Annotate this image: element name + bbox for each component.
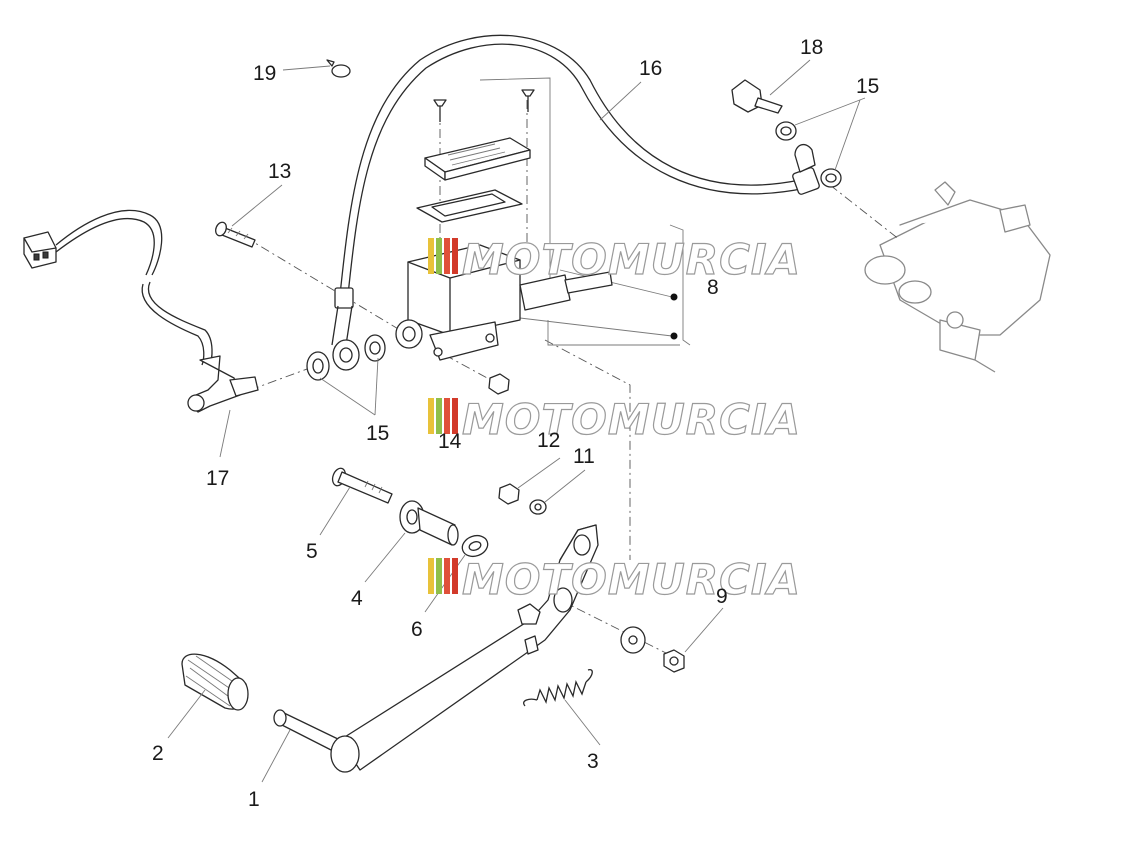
callout-15-right: 15 (856, 75, 879, 98)
callout-labels: 19 13 16 18 15 8 15 14 12 11 17 5 4 6 9 … (152, 36, 879, 811)
callout-17: 17 (206, 467, 229, 490)
pivot-bolt (331, 467, 393, 504)
callout-8: 9 (716, 585, 728, 608)
assembly-bracket-9 (479, 77, 691, 346)
hex-nut-8 (663, 649, 685, 673)
watermark-text: MOTOMURCIA (462, 555, 801, 604)
washer-6 (461, 534, 489, 558)
watermark-text: MOTOMURCIA (462, 235, 801, 284)
callout-11: 11 (573, 445, 595, 468)
pedal-rubber (181, 653, 249, 711)
callout-13: 13 (268, 160, 291, 183)
brake-hose (331, 34, 820, 346)
callout-12: 12 (537, 429, 560, 452)
brake-caliper (864, 181, 1051, 373)
callout-15-left: 15 (366, 422, 389, 445)
copper-washers-right (775, 121, 842, 188)
hose-clamp (326, 59, 351, 78)
banjo-bolt (215, 221, 256, 248)
pivot-bushing (399, 500, 459, 546)
callout-14: 14 (438, 430, 462, 453)
callout-leaders (167, 59, 866, 783)
callout-5: 5 (306, 540, 318, 563)
washer-8 (620, 626, 646, 654)
hex-nut-12 (498, 483, 520, 505)
copper-washers-left (306, 334, 386, 381)
callout-6: 6 (411, 618, 423, 641)
callout-16: 16 (639, 57, 662, 80)
banjo-fitting-left (332, 339, 360, 371)
watermark-text: MOTOMURCIA (462, 395, 801, 444)
callout-1: 1 (248, 788, 260, 811)
brake-pedal (273, 524, 599, 773)
return-spring (523, 669, 593, 707)
washer-11 (529, 499, 547, 515)
watermark-logo (428, 558, 458, 594)
callout-3: 3 (587, 750, 599, 773)
brake-light-switch (23, 209, 259, 413)
banjo-bolt-right (731, 79, 783, 114)
watermark-logo (428, 238, 458, 274)
callout-4: 4 (351, 587, 363, 610)
watermark-logo (428, 398, 458, 434)
callout-9: 8 (707, 276, 719, 299)
reference-dot (670, 293, 678, 301)
watermark: MOTOMURCIA MOTOMURCIA MOTOMURCIA (428, 234, 801, 605)
callout-18: 18 (800, 36, 823, 59)
master-cylinder (395, 89, 613, 361)
hex-nut-14 (488, 373, 510, 395)
callout-2: 2 (152, 742, 164, 765)
callout-19: 19 (253, 62, 276, 85)
reference-dot (670, 332, 678, 340)
